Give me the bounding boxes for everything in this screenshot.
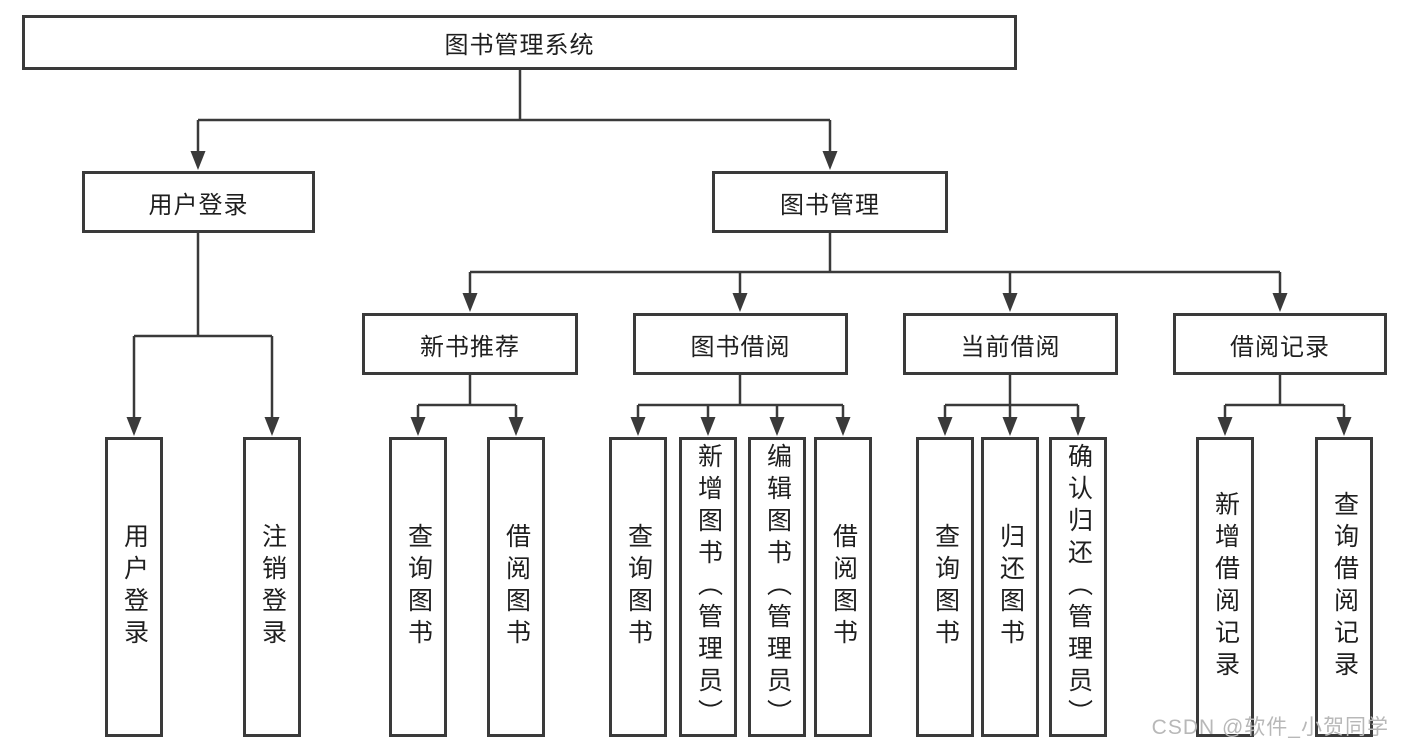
leaf-user-login: 用户登录 [105, 437, 163, 737]
node-label: 图书管理 [780, 191, 880, 219]
leaf-edit-books-admin: 编辑图书（管理员） [748, 437, 806, 737]
leaf-label: 查询图书 [624, 523, 653, 651]
leaf-label: 查询借阅记录 [1330, 491, 1359, 683]
node-book-management: 图书管理 [712, 171, 948, 233]
connector-path [132, 70, 1346, 419]
leaf-query-books-recommend: 查询图书 [389, 437, 447, 737]
leaf-label: 借阅图书 [829, 523, 858, 651]
leaf-query-borrow-record: 查询借阅记录 [1315, 437, 1373, 737]
leaf-borrow-books-recommend: 借阅图书 [487, 437, 545, 737]
node-new-book-recommend: 新书推荐 [362, 313, 578, 375]
leaf-label: 归还图书 [996, 523, 1025, 651]
leaf-query-books-current: 查询图书 [916, 437, 974, 737]
leaf-add-borrow-record: 新增借阅记录 [1196, 437, 1254, 737]
leaf-label: 用户登录 [120, 523, 149, 651]
node-borrowing-records: 借阅记录 [1173, 313, 1387, 375]
leaf-label: 借阅图书 [502, 523, 531, 651]
csdn-watermark: CSDN @软件_小贺同学 [1151, 716, 1389, 739]
leaf-label: 编辑图书（管理员） [763, 443, 792, 731]
node-label: 图书管理系统 [444, 32, 595, 59]
node-label: 借阅记录 [1230, 333, 1330, 361]
leaf-label: 查询图书 [931, 523, 960, 651]
node-label: 当前借阅 [960, 333, 1061, 361]
arrowheads [126, 151, 1352, 436]
leaf-logout: 注销登录 [243, 437, 301, 737]
node-label: 图书借阅 [690, 333, 791, 361]
leaf-label: 确认归还（管理员） [1064, 443, 1093, 731]
leaf-label: 新增图书（管理员） [694, 443, 723, 731]
leaf-borrow-books: 借阅图书 [814, 437, 872, 737]
node-label: 新书推荐 [420, 333, 520, 361]
leaf-confirm-return-admin: 确认归还（管理员） [1049, 437, 1107, 737]
leaf-return-books: 归还图书 [981, 437, 1039, 737]
node-label: 用户登录 [148, 191, 249, 219]
leaf-label: 新增借阅记录 [1211, 491, 1240, 683]
node-book-management-system: 图书管理系统 [22, 15, 1017, 70]
leaf-add-books-admin: 新增图书（管理员） [679, 437, 737, 737]
leaf-label: 查询图书 [404, 523, 433, 651]
node-current-borrowing: 当前借阅 [903, 313, 1118, 375]
node-user-login: 用户登录 [82, 171, 315, 233]
leaf-label: 注销登录 [258, 523, 287, 651]
leaf-query-books-borrowing: 查询图书 [609, 437, 667, 737]
node-book-borrowing: 图书借阅 [633, 313, 848, 375]
